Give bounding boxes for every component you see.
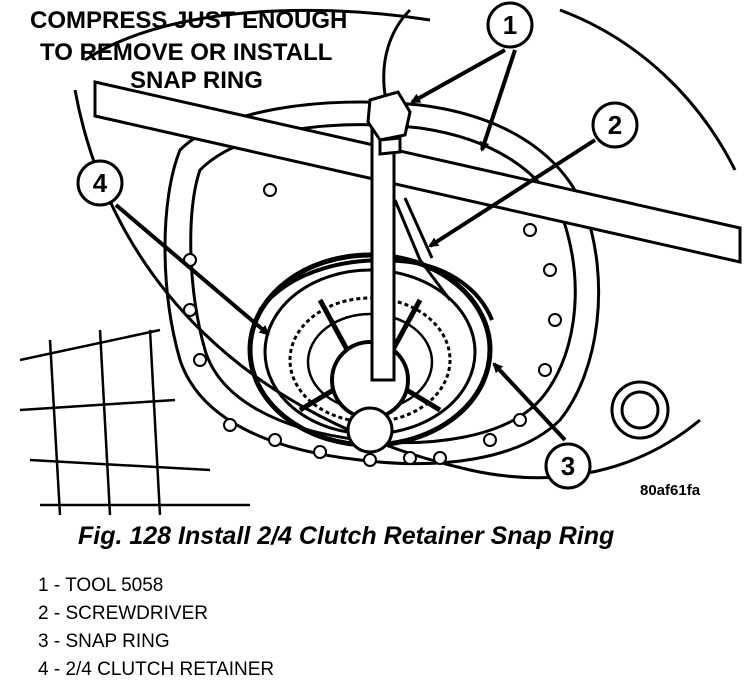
svg-text:2: 2 (608, 110, 622, 140)
screwdriver (393, 197, 452, 301)
legend-item-tool: 1 - TOOL 5058 (38, 575, 164, 596)
callout-1: 1 (486, 1, 534, 49)
flange-bolt-holes (183, 183, 562, 467)
callout-1-arrow-a (410, 48, 506, 104)
callout-3-arrow (492, 362, 567, 442)
legend-item-snap-ring: 3 - SNAP RING (38, 631, 170, 652)
instruction-line-1: COMPRESS JUST ENOUGH (30, 7, 347, 34)
svg-text:4: 4 (93, 168, 108, 198)
transmission-illustration: COMPRESS JUST ENOUGH TO REMOVE OR INSTAL… (19, 1, 742, 516)
callout-2: 2 (591, 101, 639, 149)
tool-5058 (93, 80, 742, 382)
hand (382, 8, 412, 96)
legend-item-screwdriver: 2 - SCREWDRIVER (38, 603, 208, 624)
image-code: 80af61fa (640, 482, 701, 499)
svg-text:1: 1 (503, 10, 517, 40)
instruction-line-2: TO REMOVE OR INSTALL (40, 39, 332, 66)
case-plug (610, 380, 670, 440)
callout-4: 4 (76, 159, 124, 207)
retainer-center (346, 406, 394, 454)
snap-ring (258, 258, 494, 321)
svg-text:3: 3 (561, 451, 575, 481)
callout-4-arrow (114, 203, 270, 336)
callout-1-arrow-b (479, 49, 517, 152)
legend-item-clutch-retainer: 4 - 2/4 CLUTCH RETAINER (38, 659, 275, 680)
case-ribbing (19, 328, 250, 516)
instruction-line-3: SNAP RING (130, 67, 263, 94)
figure-caption: Fig. 128 Install 2/4 Clutch Retainer Sna… (78, 522, 615, 550)
parts-legend: 1 - TOOL 5058 2 - SCREWDRIVER 3 - SNAP R… (38, 572, 274, 684)
callout-3: 3 (544, 442, 592, 490)
callout-2-arrow (428, 138, 597, 248)
instruction-text: COMPRESS JUST ENOUGH TO REMOVE OR INSTAL… (30, 7, 347, 94)
